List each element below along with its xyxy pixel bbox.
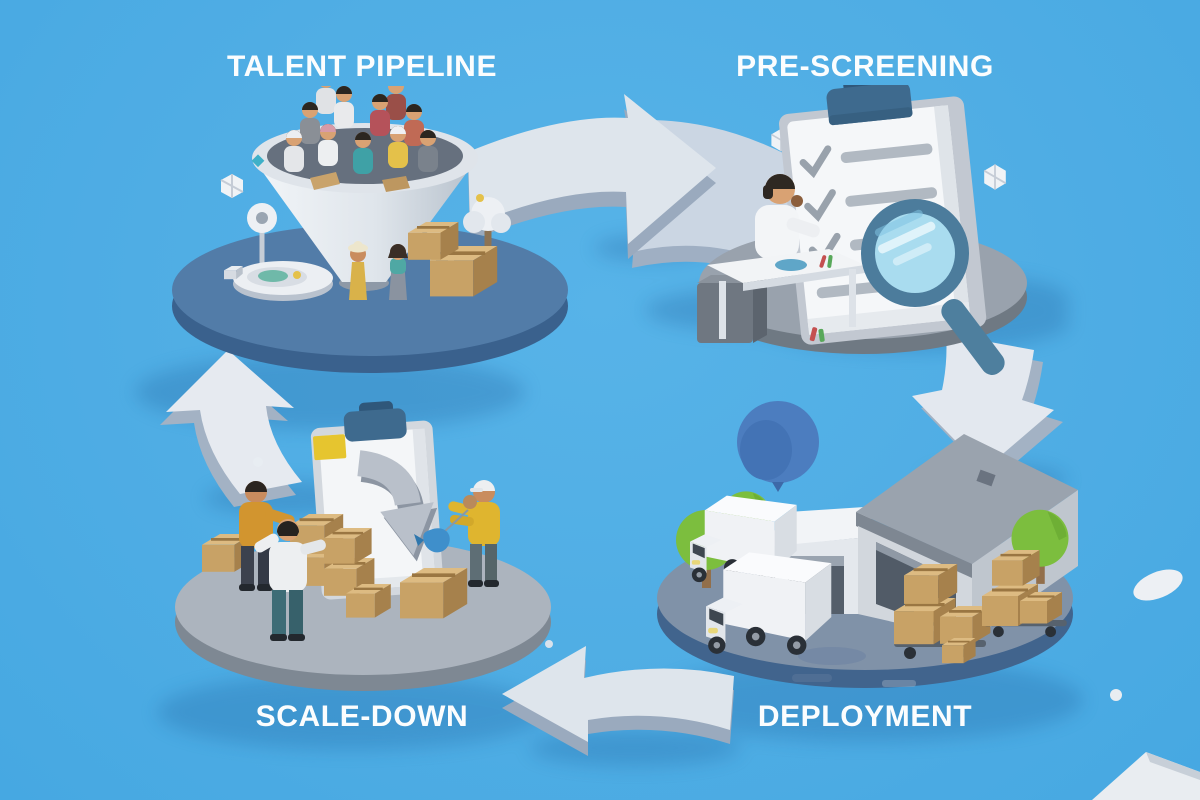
- scale-down-illustration: [175, 401, 551, 691]
- small-white-cube: [224, 266, 243, 280]
- white-dot: [253, 457, 263, 467]
- deployment-illustration: [657, 401, 1078, 688]
- arrow-right-icon: [468, 94, 716, 259]
- ground-markings: [792, 647, 916, 687]
- worker-orange: [239, 481, 295, 591]
- teal-diamond: [251, 154, 265, 168]
- arrow-left-icon: [502, 646, 734, 756]
- pre-screening-illustration: [697, 85, 1027, 375]
- figure-teal-top: [388, 244, 408, 300]
- worker-yellow-cap: [448, 480, 500, 587]
- hanging-blue-item: [414, 495, 477, 553]
- floating-poly: [983, 164, 1007, 190]
- white-tree: [463, 197, 511, 256]
- balloon-shade: [740, 420, 792, 480]
- arrow-up-icon: [160, 350, 302, 507]
- clipboard-clip: [826, 85, 913, 126]
- worker-white: [254, 519, 326, 641]
- arrow-down-icon: [912, 334, 1063, 482]
- figure-yellow-dress: [348, 241, 368, 300]
- stage-label-scale-down: SCALE-DOWN: [255, 700, 469, 733]
- stage-label-talent-pipeline: TALENT PIPELINE: [226, 50, 498, 83]
- stage-label-deployment: DEPLOYMENT: [757, 700, 973, 733]
- clipboard-clip: [343, 401, 407, 442]
- balloon-tie: [772, 482, 784, 492]
- console-prop: [233, 261, 333, 301]
- reviewer-desk: [697, 174, 865, 343]
- down-arrow-icon: [356, 450, 438, 562]
- magnifier-icon: [861, 199, 1005, 375]
- yellow-dot: [476, 194, 484, 202]
- floating-poly: [220, 174, 244, 198]
- yellow-tab: [312, 434, 347, 461]
- stage-label-pre-screening: PRE-SCREENING: [736, 50, 994, 83]
- candidate-crowd: [284, 86, 438, 192]
- talent-pipeline-illustration: [172, 86, 568, 373]
- sign-post: [247, 203, 277, 274]
